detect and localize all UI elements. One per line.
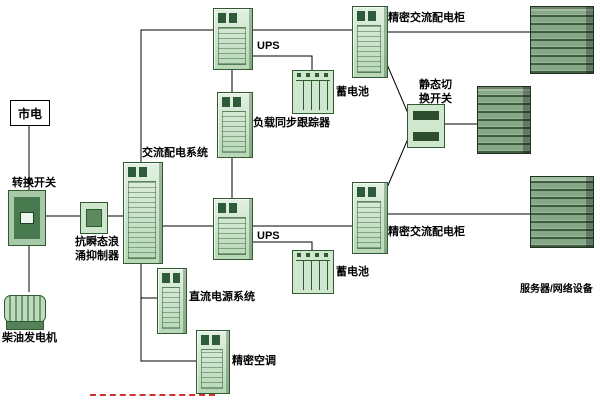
wire-acdist-to-precision-ac xyxy=(140,262,196,362)
battery-cells xyxy=(296,260,330,290)
ups-mid-label: UPS xyxy=(257,230,280,242)
load-tracker-cabinet xyxy=(217,92,253,158)
static-switch-label: 静态切 换开关 xyxy=(419,79,452,105)
transfer-switch-contact xyxy=(20,212,34,224)
battery-cells xyxy=(296,80,330,110)
battery-bottom-label: 蓄电池 xyxy=(336,266,369,278)
load-tracker-label: 负载同步跟踪器 xyxy=(253,117,330,129)
dc-system-label: 直流电源系统 xyxy=(189,291,255,303)
ups-mid-cabinet xyxy=(213,198,253,260)
mains-box: 市电 xyxy=(10,100,50,126)
server-rack-bottom xyxy=(530,176,594,248)
transfer-switch-label: 转换开关 xyxy=(12,177,56,189)
surge-suppressor-label: 抗瞬态浪 涌抑制器 xyxy=(75,236,119,262)
diesel-generator-label: 柴油发电机 xyxy=(2,332,57,344)
precision-dist-top-label: 精密交流配电柜 xyxy=(388,12,465,24)
ac-distribution-cabinet xyxy=(123,162,163,264)
wire-acdist-to-ups-top xyxy=(140,29,213,162)
surge-suppressor-module xyxy=(86,209,102,227)
static-switch-output-bar xyxy=(413,132,439,141)
diesel-generator-icon xyxy=(4,292,46,330)
precision-ac-cabinet xyxy=(196,330,230,394)
ups-top-cabinet xyxy=(213,8,253,70)
servers-label: 服务器/网络设备 xyxy=(520,284,593,295)
ac-distribution-label: 交流配电系统 xyxy=(142,147,208,159)
generator-coil xyxy=(4,295,46,323)
generator-base xyxy=(6,321,44,330)
battery-top-icon xyxy=(292,70,334,114)
red-dashed-line xyxy=(90,394,215,396)
battery-terminals xyxy=(297,73,329,77)
battery-bottom-icon xyxy=(292,250,334,294)
server-rack-top xyxy=(530,6,594,74)
ups-top-label: UPS xyxy=(257,40,280,52)
battery-top-label: 蓄电池 xyxy=(336,86,369,98)
surge-suppressor-icon xyxy=(80,202,108,234)
wire-ups-top-to-battery xyxy=(251,55,313,70)
precision-dist-bottom-label: 精密交流配电柜 xyxy=(388,226,465,238)
transfer-switch-icon xyxy=(8,190,46,246)
wire-ups-mid-to-battery xyxy=(251,241,313,250)
static-switch-icon xyxy=(407,104,445,148)
dc-system-cabinet xyxy=(157,268,187,334)
precision-ac-label: 精密空调 xyxy=(232,355,276,367)
static-switch-input-bar xyxy=(413,111,439,120)
server-rack-middle xyxy=(477,86,531,154)
battery-terminals xyxy=(297,253,329,257)
wires-group xyxy=(28,29,530,362)
precision-dist-top-cabinet xyxy=(352,6,388,78)
precision-dist-bottom-cabinet xyxy=(352,182,388,254)
